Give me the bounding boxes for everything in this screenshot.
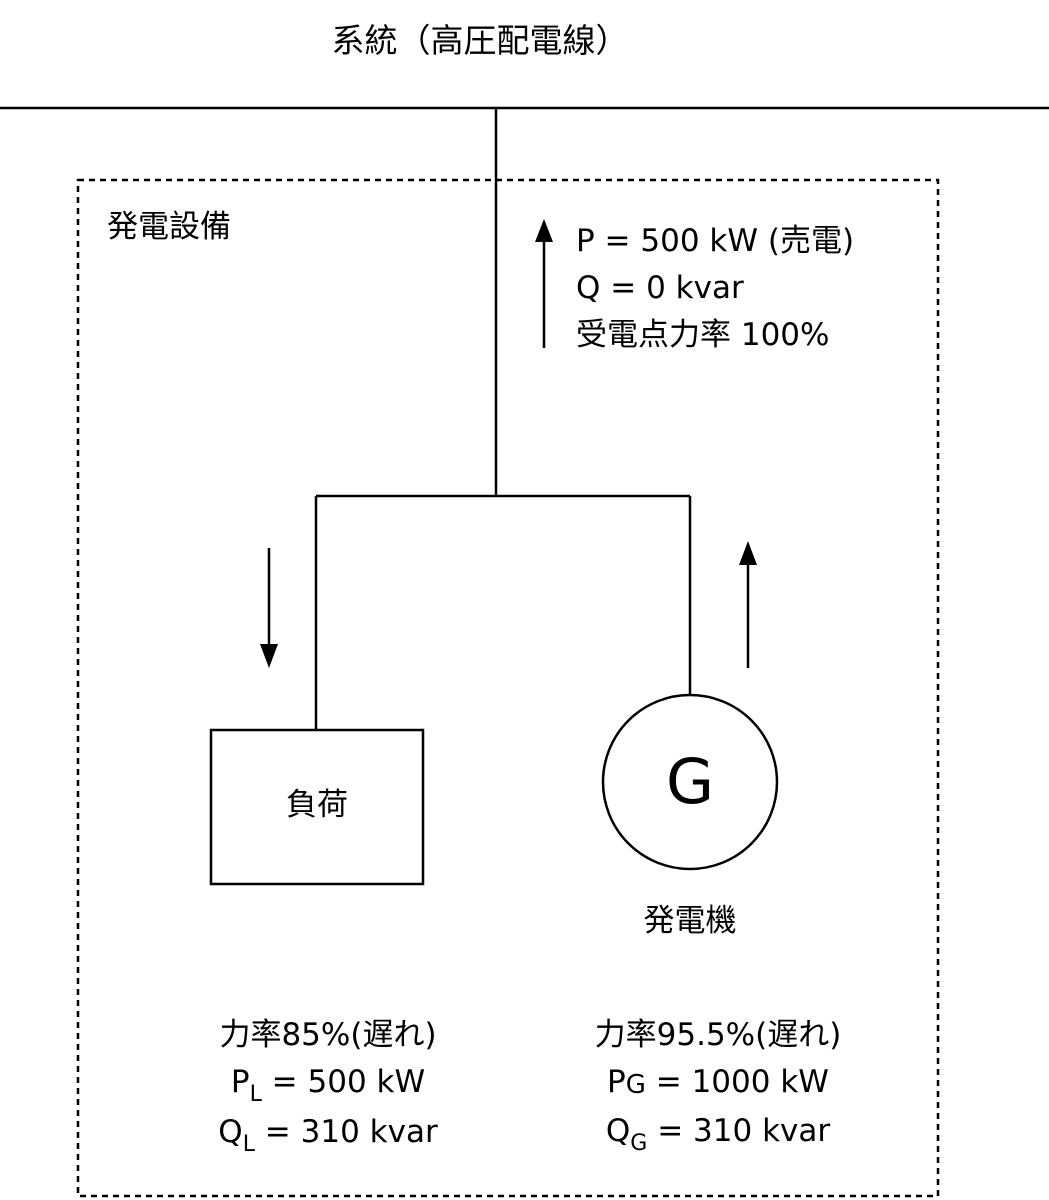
load-arrow-head xyxy=(260,644,278,668)
load-figures: 力率85%(遅れ) PL = 500 kW QL = 310 kvar xyxy=(168,1012,488,1159)
receiving-pf-line: 受電点力率 100% xyxy=(576,317,830,353)
receiving-point-annotation: P = 500 kW (売電) Q = 0 kvar 受電点力率 100% xyxy=(576,218,854,359)
generator-active-power: PG = 1000 kW xyxy=(558,1059,878,1108)
load-p-subscript: L xyxy=(249,1082,262,1107)
load-q-value: = 310 kvar xyxy=(254,1114,438,1150)
load-q-subscript: L xyxy=(242,1132,255,1157)
generator-label: 発電機 xyxy=(643,903,737,939)
generator-q-symbol: Q xyxy=(605,1113,631,1149)
generator-p-symbol: P xyxy=(607,1064,626,1100)
load-p-symbol: P xyxy=(230,1064,250,1100)
generator-figures: 力率95.5%(遅れ) PG = 1000 kW QG = 310 kvar xyxy=(558,1012,878,1158)
generator-reactive-power: QG = 310 kvar xyxy=(558,1108,878,1158)
load-label: 負荷 xyxy=(286,787,348,823)
receiving-arrow-head xyxy=(535,219,553,242)
load-reactive-power: QL = 310 kvar xyxy=(168,1109,488,1159)
load-active-power: PL = 500 kW xyxy=(168,1059,488,1109)
generator-circle xyxy=(601,693,779,871)
facility-label: 発電設備 xyxy=(107,209,231,245)
generator-p-value: = 1000 kW xyxy=(645,1064,829,1100)
generator-p-subscript: G xyxy=(625,1070,646,1100)
generator-q-subscript: G xyxy=(630,1131,648,1156)
generator-arrow-head xyxy=(739,541,757,565)
facility-boundary xyxy=(76,178,940,1198)
generator-power-factor: 力率95.5%(遅れ) xyxy=(594,1017,842,1053)
load-p-value: = 500 kW xyxy=(261,1064,426,1100)
grid-title: 系統（高圧配電線） xyxy=(331,21,629,60)
receiving-p-line: P = 500 kW (売電) xyxy=(576,223,855,259)
receiving-q-line: Q = 0 kvar xyxy=(576,270,744,306)
load-q-symbol: Q xyxy=(218,1114,243,1150)
generator-symbol: G xyxy=(665,745,715,818)
generator-q-value: = 310 kvar xyxy=(647,1113,831,1149)
load-box xyxy=(209,728,425,886)
load-power-factor: 力率85%(遅れ) xyxy=(219,1017,437,1053)
